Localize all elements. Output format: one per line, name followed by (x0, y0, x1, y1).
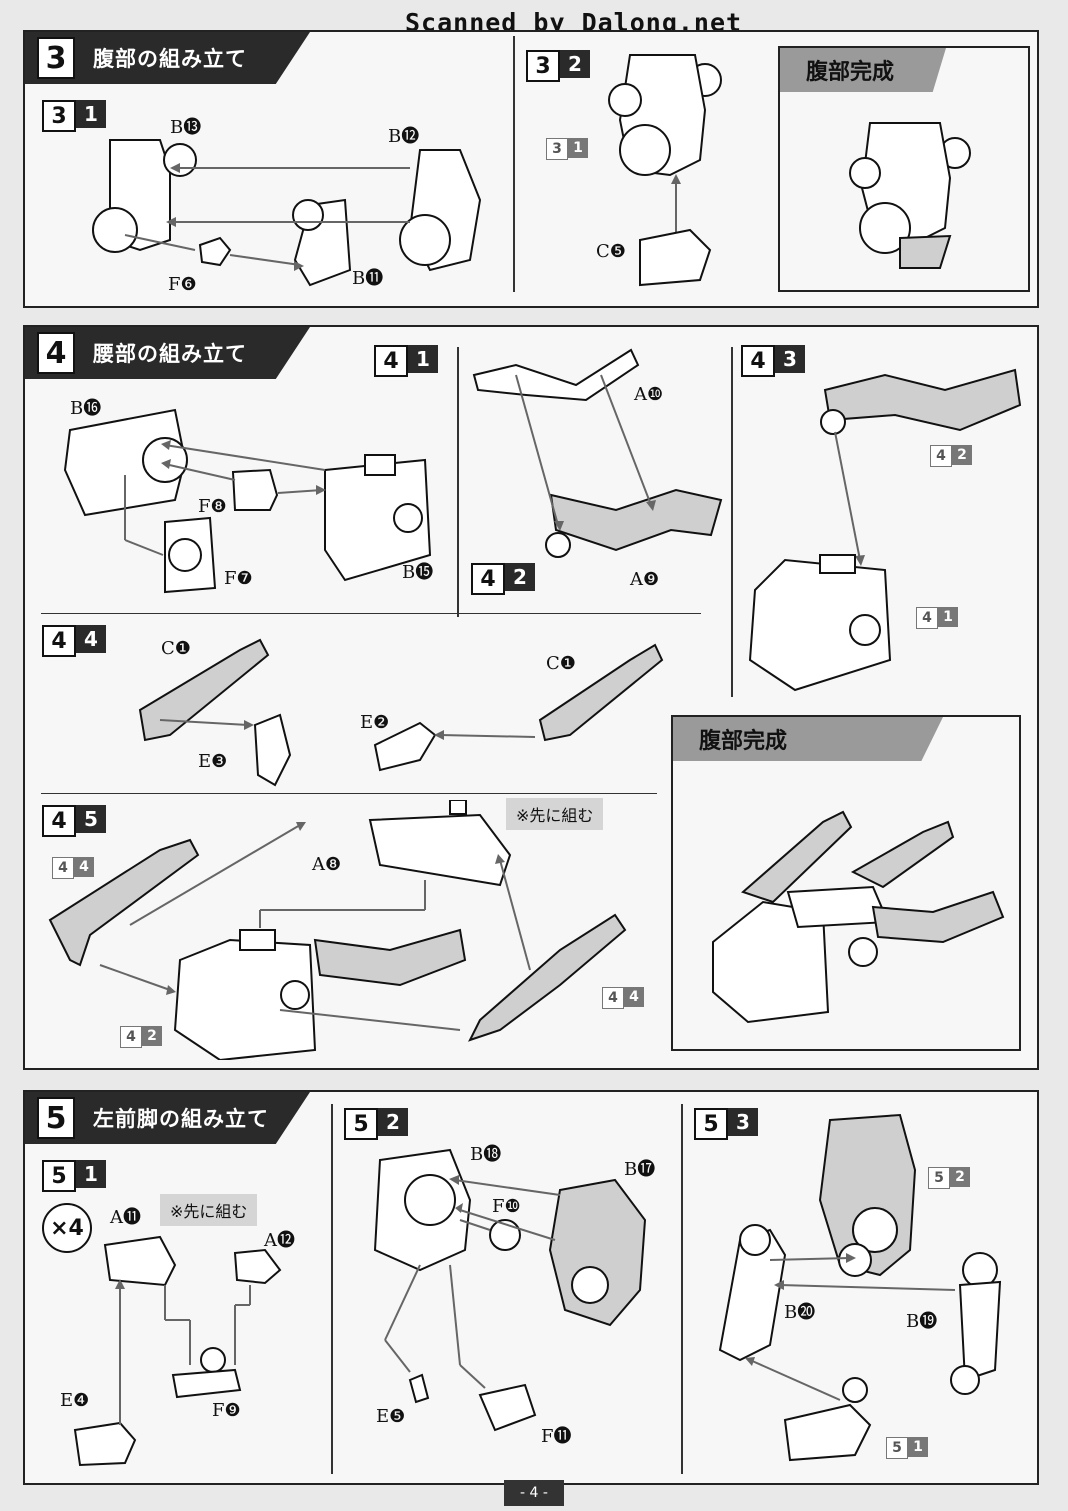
part-label: A⓫ (110, 1207, 141, 1228)
part-label: B⓫ (352, 268, 384, 289)
completed-waist-icon (712, 810, 1005, 1024)
section-number: 5 (37, 1097, 75, 1139)
part-label: B⓱ (624, 1159, 656, 1180)
part-label: C❶ (546, 653, 576, 674)
page-number: - 4 - (504, 1480, 564, 1506)
part-label: F❽ (198, 496, 227, 517)
step-divider (41, 613, 701, 614)
part-label: A⓬ (264, 1230, 295, 1251)
step-3-2-drawing (608, 54, 722, 287)
part-label: B⓭ (170, 117, 202, 138)
completion-title: 腹部完成 (780, 48, 946, 92)
step-divider (457, 347, 459, 617)
part-label: B⓬ (388, 126, 420, 147)
step-4-3-drawing (748, 368, 1022, 692)
part-label: F❻ (168, 274, 197, 295)
part-label: F❾ (212, 1400, 241, 1421)
step-4-1-drawing (63, 408, 432, 594)
section-title: 腹部の組み立て (93, 47, 247, 71)
step-5-1-drawing (73, 1235, 282, 1467)
part-label: E❸ (198, 751, 228, 772)
part-label: F❼ (224, 568, 253, 589)
part-label: F⓫ (541, 1426, 572, 1447)
step-5-2-drawing (373, 1148, 647, 1432)
step-4-2-drawing (472, 348, 723, 558)
part-label: E❹ (60, 1390, 90, 1411)
section-4-title-band: 4 腰部の組み立て (25, 327, 310, 379)
step-divider (681, 1104, 683, 1474)
section-number: 4 (37, 332, 75, 374)
step-4-5-drawing (48, 800, 627, 1060)
part-label: E❺ (376, 1406, 406, 1427)
part-label: C❺ (596, 241, 626, 262)
completed-abdomen-icon (849, 122, 971, 269)
step-divider (331, 1104, 333, 1474)
step-5-3-drawing (718, 1113, 1002, 1462)
part-label: A❾ (630, 569, 660, 590)
part-label: F❿ (492, 1196, 521, 1217)
part-label: B⓳ (906, 1311, 938, 1332)
step-divider (513, 36, 515, 292)
section-5-title-band: 5 左前脚の組み立て (25, 1092, 310, 1144)
section-title: 左前脚の組み立て (93, 1107, 269, 1131)
step-divider (731, 347, 733, 697)
completion-title: 腹部完成 (673, 717, 943, 761)
part-label: E❷ (360, 712, 390, 733)
part-label: C❶ (161, 638, 191, 659)
completion-panel-3: 腹部完成 (778, 46, 1030, 292)
part-label: B⓰ (70, 398, 102, 419)
step-4-4-drawing (138, 638, 664, 787)
assemble-first-note: ※先に組む (506, 798, 604, 830)
section-title: 腰部の組み立て (93, 342, 247, 366)
section-number: 3 (37, 37, 75, 79)
part-label: A❿ (634, 384, 664, 405)
part-label: B⓯ (402, 562, 434, 583)
quantity-multiplier: ×4 (42, 1203, 92, 1253)
part-label: B⓴ (784, 1302, 816, 1323)
step-3-1-drawing (92, 139, 482, 287)
assemble-first-note: ※先に組む (160, 1194, 258, 1226)
part-label: A❽ (312, 854, 342, 875)
completion-panel-4: 腹部完成 (671, 715, 1021, 1051)
section-3-title-band: 3 腹部の組み立て (25, 32, 310, 84)
part-label: B⓲ (470, 1144, 502, 1165)
step-divider (41, 793, 657, 794)
